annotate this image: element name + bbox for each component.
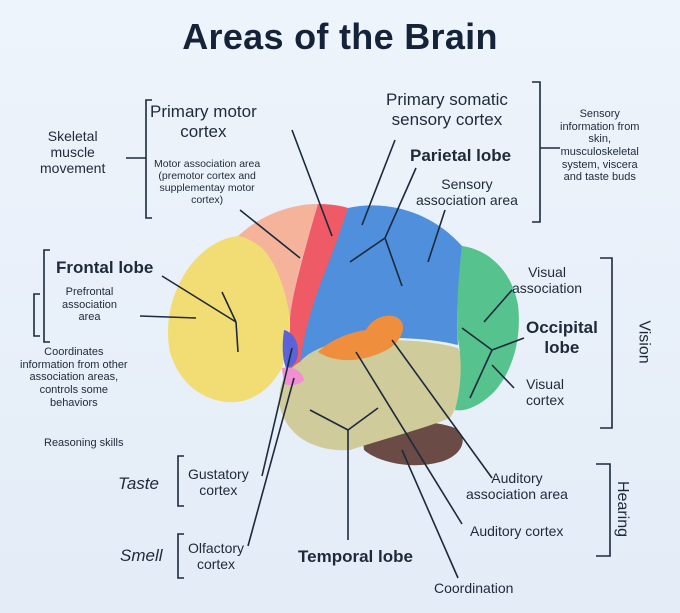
coordination-label: Coordination: [434, 580, 514, 596]
occipital-lobe-label: Occipital lobe: [526, 318, 598, 357]
sensory-association-leader: [427, 209, 446, 263]
occipital-branch-1: [461, 327, 493, 351]
sensory-association-label: Sensory association area: [416, 176, 518, 209]
motor-association-label: Motor association area (premotor cortex …: [154, 158, 261, 207]
auditory-association-leader: [391, 339, 493, 479]
hearing-label: Hearing: [614, 480, 632, 538]
olfactory-cortex-label: Olfactory cortex: [188, 540, 245, 573]
frontal-leader: [161, 275, 237, 323]
visual-cortex-leader: [491, 364, 515, 389]
prefrontal-bracket: [33, 293, 40, 337]
coordination-leader: [401, 449, 459, 579]
hearing-bracket: [596, 463, 611, 557]
gustatory-cortex-region: [282, 330, 298, 368]
vision-bracket: [600, 257, 613, 429]
page-title: Areas of the Brain: [182, 16, 498, 57]
temporal-branch-1: [309, 409, 349, 431]
prefrontal-leader: [139, 315, 197, 319]
primary-motor-cortex-label: Primary motor cortex: [150, 102, 257, 141]
parietal-branch-2: [384, 237, 403, 287]
visual-association-label: Visual association: [512, 264, 583, 297]
primary-somatic-sensory-label: Primary somatic sensory cortex: [386, 90, 508, 129]
gustatory-cortex-label: Gustatory cortex: [188, 466, 249, 499]
leader-lines: [33, 81, 613, 579]
olfactory-bracket: [177, 533, 184, 579]
visual-association-leader: [483, 289, 513, 323]
occipital-leader: [491, 337, 525, 351]
parietal-lobe-region: [300, 205, 462, 362]
frontal-lobe-region: [168, 236, 290, 403]
gustatory-bracket: [177, 455, 184, 507]
coordinates-information-label: Coordinates information from other assoc…: [20, 346, 128, 409]
frontal-branch-2: [235, 321, 239, 353]
skeletal-bracket: [145, 99, 152, 219]
frontal-bracket: [43, 249, 50, 343]
brain-illustration: [168, 204, 519, 466]
reasoning-skills-label: Reasoning skills: [44, 437, 124, 449]
sensory-information-label: Sensory information from skin, musculosk…: [560, 108, 640, 184]
motor-cortex-leader: [291, 129, 333, 237]
temporal-branch-2: [347, 407, 379, 431]
skeletal-muscle-label: Skeletal muscle movement: [40, 128, 106, 177]
temporal-lobe-region: [279, 340, 464, 451]
somatic-sensory-leader: [361, 139, 396, 226]
temporal-lobe-label: Temporal lobe: [298, 547, 413, 566]
auditory-association-region: [318, 315, 404, 361]
parietal-leader: [384, 167, 417, 239]
auditory-cortex-label: Auditory cortex: [470, 523, 564, 539]
auditory-association-label: Auditory association area: [466, 470, 568, 503]
vision-label: Vision: [635, 320, 653, 364]
gustatory-leader: [261, 347, 293, 477]
motor-association-leader: [239, 209, 301, 259]
olfactory-leader: [247, 377, 295, 547]
somatic-sensory-bracket: [532, 81, 541, 223]
parietal-branch-1: [349, 237, 386, 263]
primary-motor-cortex-region: [284, 204, 348, 378]
smell-label: Smell: [120, 546, 163, 565]
prefrontal-association-label: Prefrontal association area: [62, 286, 118, 324]
visual-cortex-label: Visual cortex: [526, 376, 565, 409]
frontal-lobe-label: Frontal lobe: [56, 258, 154, 277]
olfactory-cortex-region: [282, 367, 304, 386]
parietal-lobe-label: Parietal lobe: [410, 146, 512, 165]
occipital-lobe-region: [455, 246, 519, 411]
occipital-branch-2: [469, 349, 493, 399]
premotor-cortex-region: [238, 204, 318, 318]
auditory-cortex-leader: [355, 351, 463, 525]
taste-label: Taste: [118, 474, 159, 493]
frontal-branch-1: [221, 291, 237, 323]
